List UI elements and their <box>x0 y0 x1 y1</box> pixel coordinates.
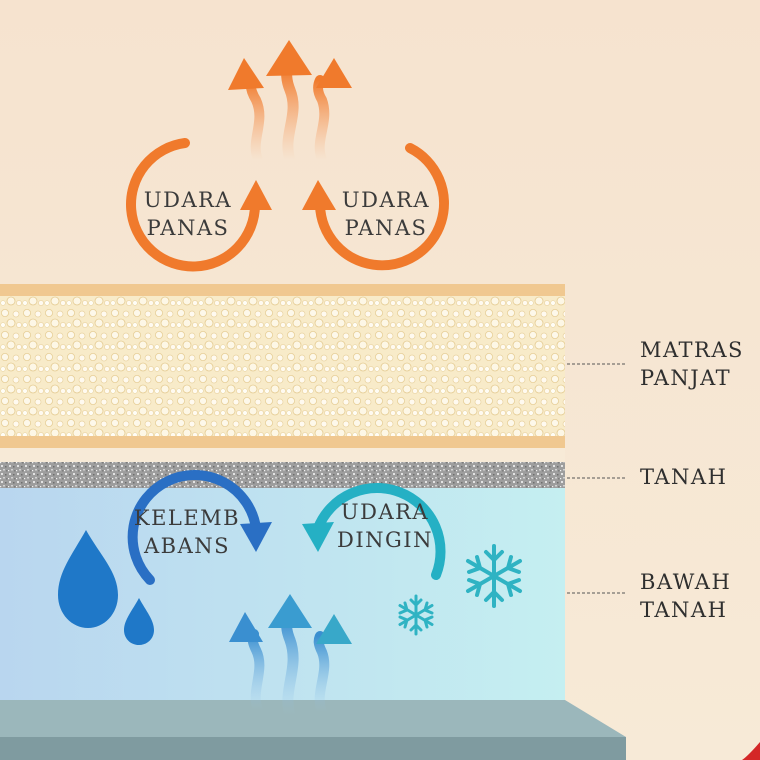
water-drop-icon <box>124 598 154 645</box>
humidity-arrow-icon <box>127 470 272 585</box>
label-line: UDARA <box>143 188 233 212</box>
label-line: BAWAH <box>640 570 732 594</box>
water-drop-icon <box>58 530 118 628</box>
label-line: TANAH <box>640 598 728 622</box>
label-line: UDARA <box>341 188 431 212</box>
heat-wave-icon <box>228 40 352 166</box>
mat-label: MATRAS PANJAT <box>640 336 744 392</box>
hot-air-arrow-icon <box>126 138 272 272</box>
label-line: MATRAS <box>640 338 744 362</box>
snowflake-icon <box>466 544 522 608</box>
ground-label: TANAH <box>640 465 728 489</box>
hot-air-arrow-icon <box>302 143 449 271</box>
label-line: ABANS <box>143 534 231 558</box>
hot-air-label-left: UDARA PANAS <box>128 186 248 242</box>
leader-lines <box>567 363 627 594</box>
label-line: KELEMB <box>133 506 241 530</box>
snowflake-icon <box>398 594 434 636</box>
climbing-mat-layer <box>0 284 565 462</box>
base-slab <box>0 700 626 760</box>
ground-layer <box>0 462 565 488</box>
label-line: UDARA <box>340 500 430 524</box>
label-line: PANAS <box>344 216 428 240</box>
cold-air-label: UDARA DINGIN <box>320 498 450 554</box>
rising-air-arrow-icon <box>229 594 352 721</box>
label-line: DINGIN <box>337 528 433 552</box>
label-line: PANJAT <box>640 366 732 390</box>
corner-accent <box>742 742 760 760</box>
underground-label: BAWAH TANAH <box>640 568 731 624</box>
label-line: PANAS <box>146 216 230 240</box>
hot-air-label-right: UDARA PANAS <box>326 186 446 242</box>
humidity-label: KELEMB ABANS <box>122 504 252 560</box>
cold-air-arrow-icon <box>302 483 446 580</box>
